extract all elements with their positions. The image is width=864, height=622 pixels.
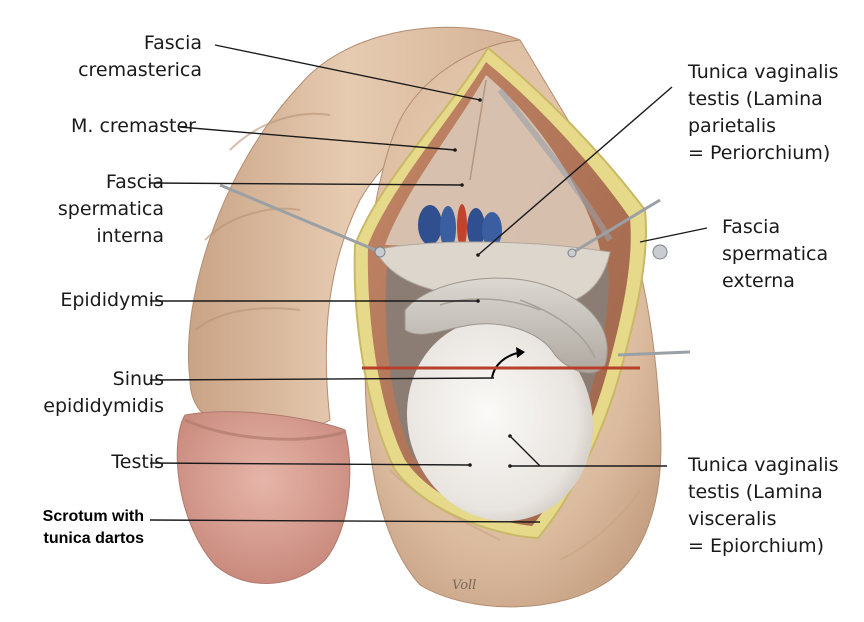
label-scrotum: Scrotum with tunica dartos xyxy=(42,508,144,547)
label-testis: Testis xyxy=(111,451,164,473)
penis-shaft xyxy=(187,26,541,441)
retractor-pins xyxy=(219,183,691,357)
artist-signature: Voll xyxy=(452,578,477,593)
label-fascia-spermatica-interna: Fascia spermatica interna xyxy=(57,171,164,247)
glans xyxy=(176,411,351,584)
label-tunica-visceralis: Tunica vaginalis testis (Lamina visceral… xyxy=(688,454,839,557)
fascia-sheet xyxy=(385,75,600,250)
leader-lines xyxy=(149,44,708,523)
label-sinus-epididymidis: Sinus epididymidis xyxy=(43,368,164,417)
label-fascia-spermatica-externa: Fascia spermatica externa xyxy=(722,216,829,292)
label-epididymis: Epididymis xyxy=(60,289,164,311)
label-fascia-cremasterica: Fascia cremasterica xyxy=(78,32,202,81)
label-tunica-parietalis: Tunica vaginalis testis (Lamina parietal… xyxy=(688,61,839,164)
label-m-cremaster: M. cremaster xyxy=(70,115,196,137)
